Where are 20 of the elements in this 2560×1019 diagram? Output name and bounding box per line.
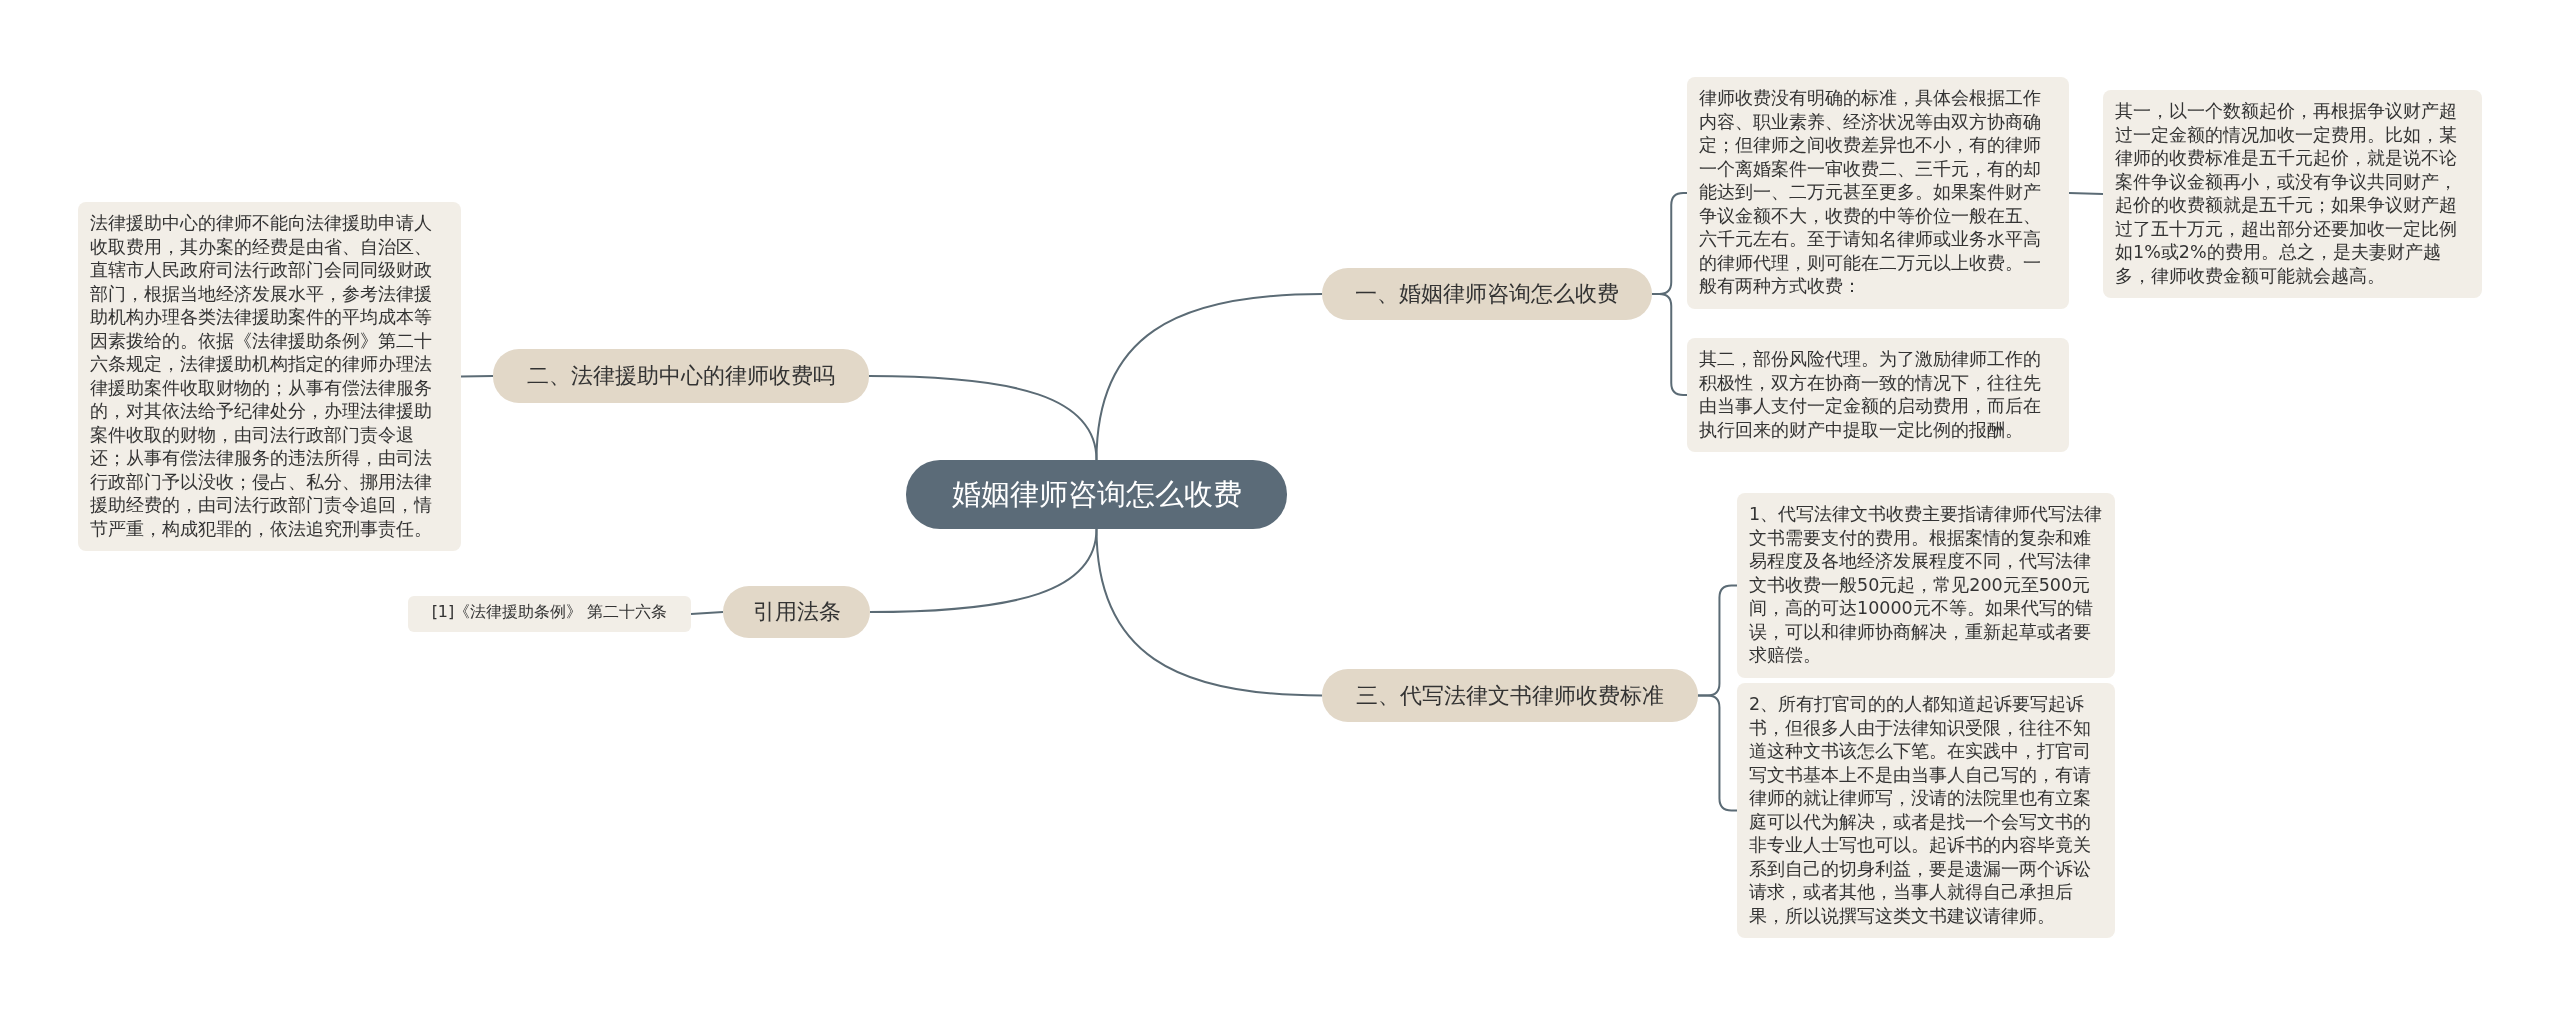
- text-card: 其一，以一个数额起价，再根据争议财产超过一定金额的情况加收一定费用。比如，某律师的收费标准是五千元起价，就是说不论案件争议金额再小，或没有争议共同财产，起价的收费额就是五千元；如果争议财产超过了五十万元，超出部分还要加收一定比例如1%或2%的费用。总之，是夫妻财产越多，律师收费金额可能就会越高。: [2103, 90, 2482, 298]
- connector-line: [869, 528, 1098, 613]
- connector-line: [460, 375, 494, 378]
- citation-card: [1]《法律援助条例》 第二十六条: [408, 596, 691, 632]
- connector-line: [690, 611, 724, 615]
- text-card: 1、代写法律文书收费主要指请律师代写法律文书需要支付的费用。根据案情的复杂和难易程度及各地经济发展程度不同，代写法律文书收费一般50元起，常见200元至500元间，高的可达10000元不等。如果代写的错误，可以和律师协商解决，重新起草或者要求赔偿。: [1737, 493, 2115, 678]
- text-card: 律师收费没有明确的标准，具体会根据工作内容、职业素养、经济状况等由双方协商确定；但律师之间收费差异也不小，有的律师一个离婚案件一审收费二、三千元，有的却能达到一、二万元甚至更多。如果案件财产争议金额不大，收费的中等价位一般在五、六千元左右。至于请知名律师或业务水平高的律师代理，则可能在二万元以上收费。一般有两种方式收费：: [1687, 77, 2069, 309]
- text-card: 法律援助中心的律师不能向法律援助申请人收取费用，其办案的经费是由省、自治区、直辖市人民政府司法行政部门会同同级财政部门，根据当地经济发展水平，参考法律援助机构办理各类法律援助案件的平均成本等因素拨给的。依据《法律援助条例》第二十六条规定，法律援助机构指定的律师办理法律援助案件收取财物的；从事有偿法律服务的，对其依法给予纪律处分，办理法律援助案件收取的财物，由司法行政部门责令退还；从事有偿法律服务的违法所得，由司法行政部门予以没收；侵占、私分、挪用法律援助经费的，由司法行政部门责令追回，情节严重，构成犯罪的，依法追究刑事责任。: [78, 202, 461, 551]
- topic-pill: 婚姻律师咨询怎么收费: [906, 460, 1287, 529]
- text-card: 2、所有打官司的的人都知道起诉要写起诉书，但很多人由于法律知识受限，往往不知道这种文书该怎么下笔。在实践中，打官司写文书基本上不是由当事人自己写的，有请律师的就让律师写，没请的法院里也有立案庭可以代为解决，或者是找一个会写文书的非专业人士写也可以。起诉书的内容毕竟关系到自己的切身利益，要是遗漏一两个诉讼请求，或者其他，当事人就得自己承担后果，所以说撰写这类文书建议请律师。: [1737, 683, 2115, 938]
- text-card: 其二，部份风险代理。为了激励律师工作的积极性，双方在协商一致的情况下，往往先由当事人支付一定金额的启动费用，而后在执行回来的财产中提取一定比例的报酬。: [1687, 338, 2069, 452]
- branch-pill: 引用法条: [723, 586, 870, 638]
- branch-pill: 一、婚姻律师咨询怎么收费: [1322, 268, 1652, 320]
- connector-line: [1095, 528, 1323, 697]
- connector-line: [2068, 192, 2104, 195]
- connector-line: [1095, 293, 1323, 461]
- connector-line: [1651, 293, 1688, 396]
- connector-line: [868, 375, 1098, 461]
- branch-pill: 二、法律援助中心的律师收费吗: [493, 349, 869, 403]
- branch-pill: 三、代写法律文书律师收费标准: [1322, 669, 1698, 722]
